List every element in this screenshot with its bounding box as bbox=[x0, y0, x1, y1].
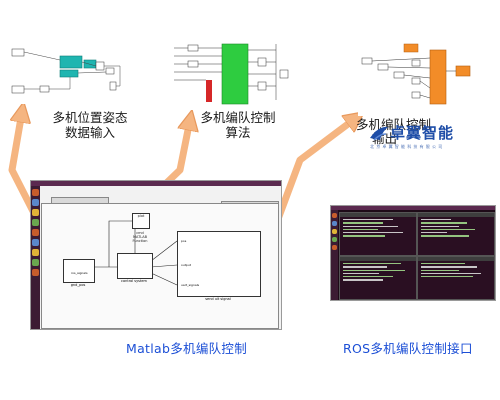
caption-input-line2: 数据输入 bbox=[64, 125, 115, 140]
company-logo: 卓翼智能 北京卓翼智能科技有限公司 bbox=[368, 122, 498, 154]
terminal-top-left bbox=[339, 212, 417, 256]
logo-wing-icon bbox=[370, 126, 388, 141]
input-model-diagram bbox=[11, 48, 121, 94]
algorithm-model-diagram bbox=[174, 43, 289, 105]
logo-subtitle: 北京卓翼智能科技有限公司 bbox=[370, 144, 445, 149]
terminal-bottom-left bbox=[339, 256, 417, 300]
matlab-desktop-screenshot: plot cmd MATLAB Function gnd_pos control… bbox=[30, 180, 282, 330]
output-model-diagram bbox=[361, 43, 471, 105]
block-cmd[interactable]: cmd MATLAB Function bbox=[125, 231, 155, 243]
ros-ubuntu-launcher bbox=[331, 210, 338, 300]
output-model-thumbnail bbox=[358, 38, 478, 116]
algorithm-model-thumbnail bbox=[172, 40, 292, 110]
block-cmd-label: cmd bbox=[136, 231, 144, 235]
port-output: output bbox=[181, 263, 191, 267]
caption-algo-line1: 多机编队控制 bbox=[200, 110, 276, 125]
caption-algo-line2: 算法 bbox=[225, 125, 251, 140]
block-control-system[interactable] bbox=[117, 253, 153, 279]
input-model-thumbnail bbox=[10, 42, 128, 104]
caption-matlab: Matlab多机编队控制 bbox=[126, 341, 248, 356]
port-pos: pos bbox=[181, 239, 187, 243]
caption-ros: ROS多机编队控制接口 bbox=[343, 341, 473, 356]
block-control-system-label: control system bbox=[121, 279, 147, 283]
terminal-top-right bbox=[417, 212, 495, 256]
logo-name: 卓翼智能 bbox=[390, 124, 455, 142]
terminal-bottom-right bbox=[417, 256, 495, 300]
ros-terminal-screenshot bbox=[330, 205, 496, 301]
ubuntu-top-bar bbox=[31, 181, 281, 186]
block-cmd-sublabel: MATLAB Function bbox=[132, 235, 148, 243]
block-send-uit-signal-label: send uit signal bbox=[205, 297, 231, 301]
ros-ubuntu-top-bar bbox=[331, 206, 495, 210]
block-gnd-pos[interactable] bbox=[63, 259, 95, 283]
block-plot[interactable]: plot bbox=[132, 213, 150, 229]
block-gnd-pos-label: gnd_pos bbox=[70, 283, 86, 287]
block-send-uit-signal[interactable] bbox=[177, 231, 261, 297]
ubuntu-launcher bbox=[31, 186, 40, 329]
caption-output-line1: 多机编队控制 bbox=[356, 117, 432, 132]
port-uart-signals: uart_signals bbox=[181, 283, 200, 287]
block-plot-label: plot bbox=[137, 214, 145, 218]
port-ros-signals: ros_signals bbox=[71, 271, 88, 275]
simulink-signal-lines bbox=[93, 220, 178, 286]
caption-input-line1: 多机位置姿态 bbox=[52, 110, 128, 125]
